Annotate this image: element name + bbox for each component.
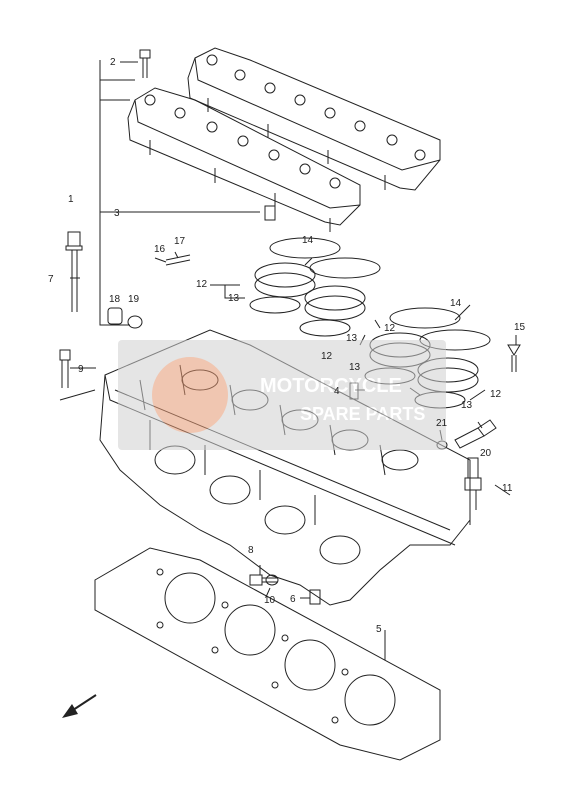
label-20: 20 <box>480 448 492 459</box>
dowel-6 <box>309 589 321 605</box>
label-10: 10 <box>264 595 276 606</box>
label-13d: 13 <box>461 400 473 411</box>
label-15: 15 <box>514 322 526 333</box>
label-9: 9 <box>78 364 84 375</box>
bolt-9 <box>59 349 71 388</box>
rings-row-1 <box>249 237 381 337</box>
label-4: 4 <box>334 386 340 397</box>
label-7: 7 <box>48 274 54 285</box>
label-12c: 12 <box>321 351 333 362</box>
plug-18 <box>107 307 123 325</box>
label-12b: 12 <box>384 323 396 334</box>
leader-1 <box>99 60 260 326</box>
bolt-7 <box>65 231 83 312</box>
head-gasket-5 <box>94 547 441 761</box>
label-19: 19 <box>128 294 140 305</box>
o-ring-19 <box>127 315 143 329</box>
label-14b: 14 <box>450 298 462 309</box>
label-13b: 13 <box>346 333 358 344</box>
label-13c: 13 <box>349 362 361 373</box>
label-3: 3 <box>114 208 120 219</box>
arrow-down-left-icon <box>62 694 97 718</box>
label-16: 16 <box>154 244 166 255</box>
label-14a: 14 <box>302 235 314 246</box>
label-17: 17 <box>174 236 186 247</box>
label-2: 2 <box>110 57 116 68</box>
camshaft-holder-upper <box>187 47 441 191</box>
label-6: 6 <box>290 594 296 605</box>
bolt-15 <box>507 344 521 372</box>
washer-10 <box>265 574 279 586</box>
label-5: 5 <box>376 624 382 635</box>
label-1: 1 <box>68 194 74 205</box>
camshaft-holder-lower <box>127 87 361 232</box>
sensor-20 <box>454 419 497 449</box>
label-21: 21 <box>436 418 448 429</box>
part-labels: 2 1 3 14 16 17 7 12 13 18 19 14 12 15 13… <box>48 57 526 635</box>
stud-17 <box>165 254 191 266</box>
label-12a: 12 <box>196 279 208 290</box>
spark-plug-11 <box>464 457 482 510</box>
dowel-pin-3 <box>264 205 276 221</box>
label-8: 8 <box>248 545 254 556</box>
watermark: MOTORCYCLE SPARE PARTS <box>118 340 446 450</box>
label-18: 18 <box>109 294 121 305</box>
bolt-2 <box>139 49 151 78</box>
label-12d: 12 <box>490 389 502 400</box>
bolt-8 <box>249 574 278 586</box>
label-11: 11 <box>502 483 513 494</box>
watermark-line-2: SPARE PARTS <box>300 404 425 424</box>
watermark-line-1: MOTORCYCLE <box>260 375 402 397</box>
label-13a: 13 <box>228 293 240 304</box>
